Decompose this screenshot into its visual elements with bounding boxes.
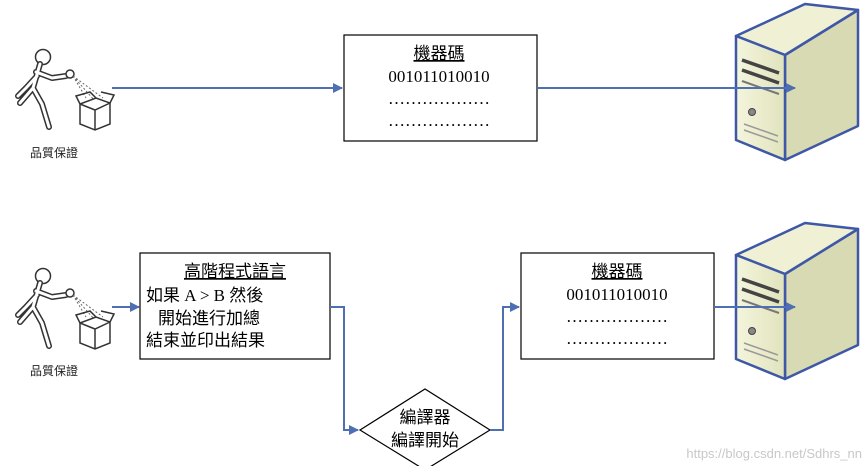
compiler-diamond (358, 388, 492, 466)
arrow-source-to-compiler (330, 306, 359, 435)
machine-code-line: ……………… (566, 307, 668, 326)
machine-code-title: 機器碼 (414, 44, 465, 63)
source-code-line: 開始進行加總 (158, 309, 260, 328)
machine-code-line: ……………… (388, 89, 490, 108)
machine-code-line: ……………… (566, 329, 668, 348)
machine-code-line: 001011010010 (566, 285, 667, 304)
machine-code-title: 機器碼 (592, 262, 643, 281)
machine-code-line: 001011010010 (388, 67, 489, 86)
quality-assurance-person-icon (18, 50, 114, 131)
high-level-language-box (139, 252, 331, 360)
quality-assurance-person-icon (18, 269, 114, 350)
machine-code-line: ……………… (388, 111, 490, 130)
machine-code-box (520, 252, 715, 360)
person-caption: 品質保證 (30, 363, 78, 378)
compiler-label: 編譯器 (400, 408, 451, 427)
high-level-language-title: 高階程式語言 (184, 262, 286, 281)
server-computer-icon (734, 2, 860, 162)
arrow-compiler-to-machine-code (490, 302, 520, 431)
person-caption: 品質保證 (30, 145, 78, 160)
compiler-status: 編譯開始 (391, 431, 459, 450)
server-computer-icon (734, 221, 860, 381)
source-code-line: 結束並印出結果 (146, 331, 265, 350)
source-code-line: 如果 A > B 然後 (146, 286, 263, 305)
machine-code-box (343, 34, 538, 142)
watermark: https://blog.csdn.net/Sdhrs_nn (686, 446, 862, 461)
